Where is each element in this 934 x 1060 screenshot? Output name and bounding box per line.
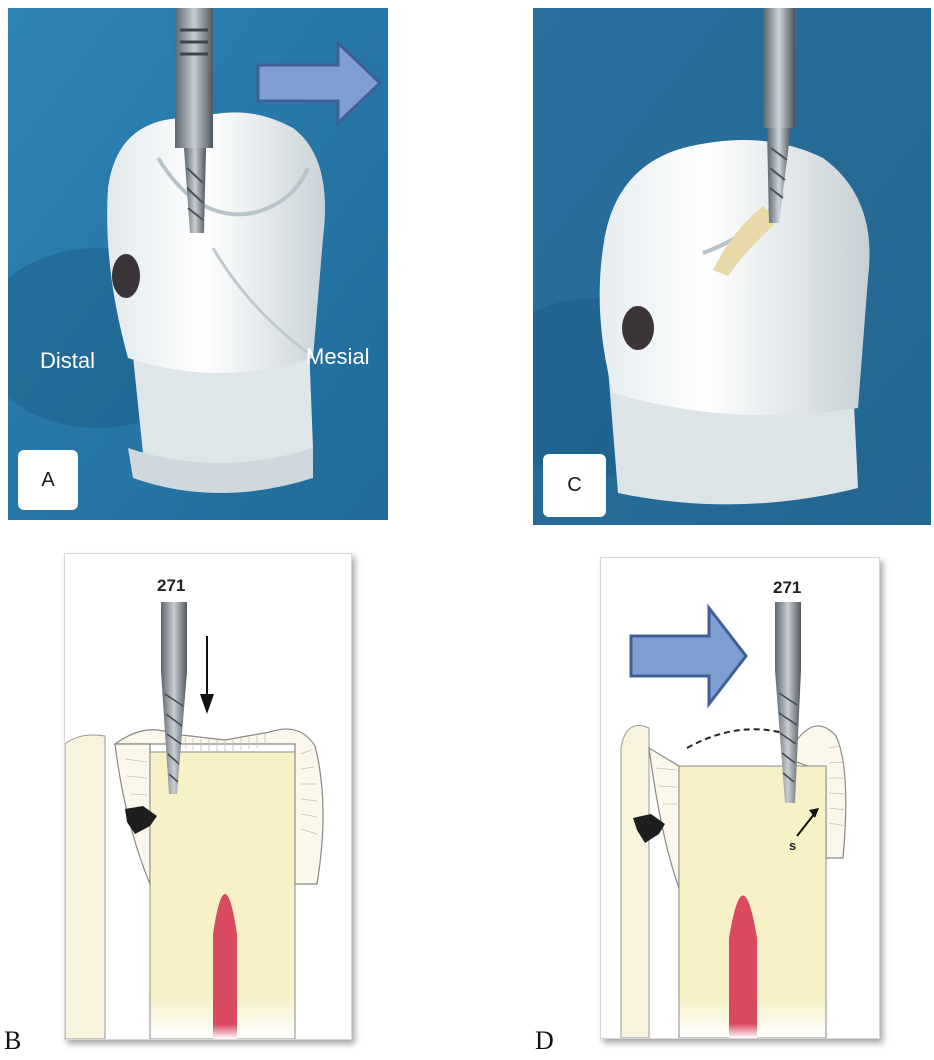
bur-shank bbox=[161, 602, 187, 672]
caption-b: B bbox=[4, 1026, 21, 1056]
bur-number-label: 271 bbox=[773, 578, 801, 598]
distal-label: Distal bbox=[40, 348, 95, 374]
mesial-label: Mesial bbox=[306, 344, 370, 370]
tooth-section-d bbox=[601, 558, 879, 1038]
handpiece-shank bbox=[763, 8, 795, 128]
direction-arrow bbox=[631, 608, 746, 704]
bur-shank bbox=[775, 602, 801, 670]
bur-number-label: 271 bbox=[157, 576, 185, 596]
shoulder-label: s bbox=[789, 838, 796, 853]
caries-spot bbox=[622, 306, 654, 350]
tooth-model-photo-a bbox=[8, 8, 388, 520]
pulp bbox=[729, 896, 757, 1039]
caption-d: D bbox=[535, 1026, 554, 1056]
photo-panel-c: C bbox=[533, 8, 931, 525]
photo-panel-a: Distal Mesial A bbox=[8, 8, 388, 520]
tooth-section-b bbox=[65, 554, 351, 1039]
caries-spot bbox=[112, 254, 140, 298]
diagram-panel-d: 271 s bbox=[600, 557, 880, 1039]
tooth-model-photo-c bbox=[533, 8, 931, 525]
original-outline bbox=[687, 729, 793, 748]
diagram-panel-b: 271 bbox=[64, 553, 352, 1040]
pulp bbox=[213, 894, 237, 1039]
panel-tag-a: A bbox=[18, 450, 78, 510]
panel-tag-c: C bbox=[543, 454, 606, 517]
